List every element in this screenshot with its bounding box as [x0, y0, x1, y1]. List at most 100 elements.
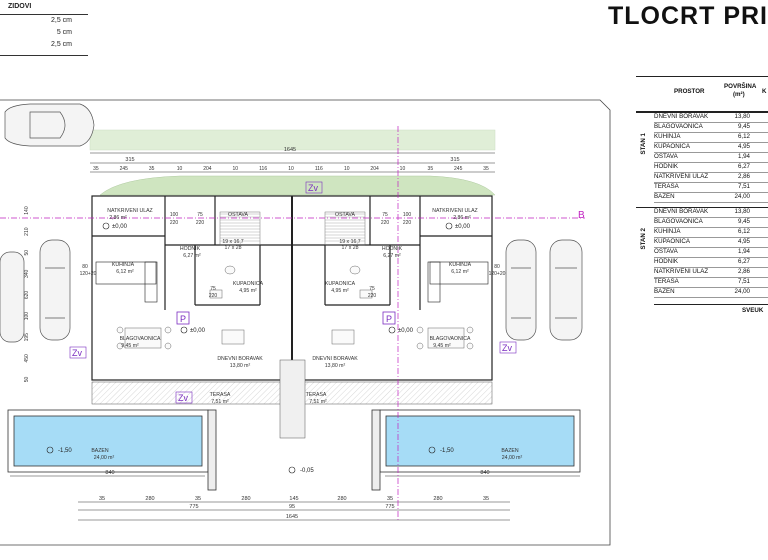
stan2-section: STAN 2: [636, 207, 768, 300]
stan2-label: STAN 2: [640, 228, 647, 250]
row-value: 9,45: [737, 123, 750, 130]
row-value: 7,51: [737, 183, 750, 190]
door-dim: 220: [403, 220, 412, 226]
row-name: BAZEN: [654, 288, 675, 295]
row-value: 6,27: [737, 258, 750, 265]
door-dim: 75: [210, 286, 216, 292]
svg-text:Zv: Zv: [502, 343, 512, 353]
col-prostor: PROSTOR: [674, 88, 705, 95]
room-ostava-r: OSTAVA: [335, 212, 355, 218]
room-area: 6,12 m²: [451, 269, 469, 275]
door-dim: 75: [197, 212, 203, 218]
room-ostava-l: OSTAVA: [228, 212, 248, 218]
room-dnevni-l: DNEVNI BORAVAK: [217, 356, 263, 362]
room-area: 7,51 m²: [211, 399, 229, 405]
dim-label: 245: [120, 166, 129, 172]
dim-label: 10: [288, 166, 294, 172]
row-name: TERASA: [654, 183, 679, 190]
row-name: OSTAVA: [654, 248, 678, 255]
dim-top: 315: [450, 157, 459, 163]
stairs-label-r2: 17 x 28: [341, 245, 358, 251]
row-value: 7,51: [737, 278, 750, 285]
zv-markers: Zv Zv Zv Zv: [69, 181, 517, 404]
room-bazen-l: BAZEN: [91, 448, 109, 454]
legend-bottom-line: [0, 55, 88, 56]
wall-legend: ZIDOVI 2,5 cm 5 cm 2,5 cm: [0, 0, 88, 56]
level-pool-r: -1,50: [440, 448, 454, 454]
room-bazen-r: BAZEN: [501, 448, 519, 454]
legend-row: 2,5 cm: [50, 41, 72, 48]
stairs-label-r: 19 x 16,7: [339, 239, 360, 245]
dim-label: 280: [433, 496, 442, 502]
svg-text:Zv: Zv: [308, 183, 318, 193]
door-dim: 220: [209, 293, 218, 299]
level-living-l: ±0,00: [190, 328, 206, 334]
terraces: [91, 359, 493, 439]
col-povrsina: POVRŠINA: [724, 83, 757, 90]
col-unit: (m²): [733, 91, 745, 98]
dim-label: 35: [99, 496, 105, 502]
room-blagovaonica-l: BLAGOVAONICA: [120, 336, 161, 342]
svg-text:Zv: Zv: [72, 348, 82, 358]
door-dim: 220: [170, 220, 179, 226]
pool-dim-left: 840: [105, 470, 114, 476]
row-name: OSTAVA: [654, 153, 678, 160]
top-dimensions: 1645 315 315: [90, 147, 495, 173]
room-area: 13,80 m²: [325, 363, 346, 369]
row-value: 24,00: [734, 193, 750, 200]
stan1-section: STAN 1: [636, 112, 768, 205]
door-dim: 100: [403, 212, 412, 218]
room-terasa-l: TERASA: [210, 392, 231, 398]
door-dim: 75: [382, 212, 388, 218]
dim-label: 204: [203, 166, 212, 172]
dim-label: 245: [454, 166, 463, 172]
legend-header: ZIDOVI: [0, 0, 88, 15]
table-header: PROSTOR POVRŠINA (m²) K: [636, 76, 768, 112]
window-dim: 80: [82, 264, 88, 270]
level-markers: ±0,00 ±0,00 ±0,00 ±0,00 -1,50 -1,50 -0,0…: [58, 224, 471, 474]
door-dim: 220: [368, 293, 377, 299]
row-value: 2,86: [737, 268, 750, 275]
room-natkriveni-l: NATKRIVENI ULAZ: [107, 208, 152, 214]
row-name: BAZEN: [654, 193, 675, 200]
dim-label: 116: [315, 166, 323, 172]
room-labels: NATKRIVENI ULAZ 2,86 m² NATKRIVENI ULAZ …: [91, 208, 522, 461]
door-labels: 100 220 75 220 75 220 75 220 100 220 75 …: [80, 212, 506, 299]
window-dim: 80: [494, 264, 500, 270]
dim-label: 280: [337, 496, 346, 502]
row-value: 6,12: [737, 133, 750, 140]
door-dim: 75: [369, 286, 375, 292]
table-row: BAZEN 24,00: [654, 192, 768, 203]
stan1-label: STAN 1: [640, 133, 647, 155]
room-blagovaonica-r: BLAGOVAONICA: [430, 336, 471, 342]
dim-label: 10: [232, 166, 238, 172]
level-ground: -0,05: [300, 468, 314, 474]
row-value: 13,80: [734, 113, 750, 120]
row-name: KUPAONICA: [654, 143, 690, 150]
room-terasa-r: TERASA: [306, 392, 327, 398]
table-row: TERASA 7,51: [654, 182, 768, 193]
room-area: 4,95 m²: [239, 288, 257, 294]
room-hodnik-r: HODNIK: [382, 246, 403, 252]
svg-text:Zv: Zv: [178, 393, 188, 403]
dim-label: 100: [24, 312, 30, 321]
row-value: 4,95: [737, 238, 750, 245]
room-area: 2,86 m²: [109, 215, 127, 221]
furniture: [116, 265, 474, 350]
page-title: TLOCRT PRIZ: [608, 2, 768, 30]
svg-text:P: P: [386, 314, 392, 324]
row-name: NATKRIVENI ULAZ: [654, 173, 709, 180]
room-kuhinja-l: KUHINJA: [112, 262, 135, 268]
level-entry-l: ±0,00: [112, 224, 128, 230]
